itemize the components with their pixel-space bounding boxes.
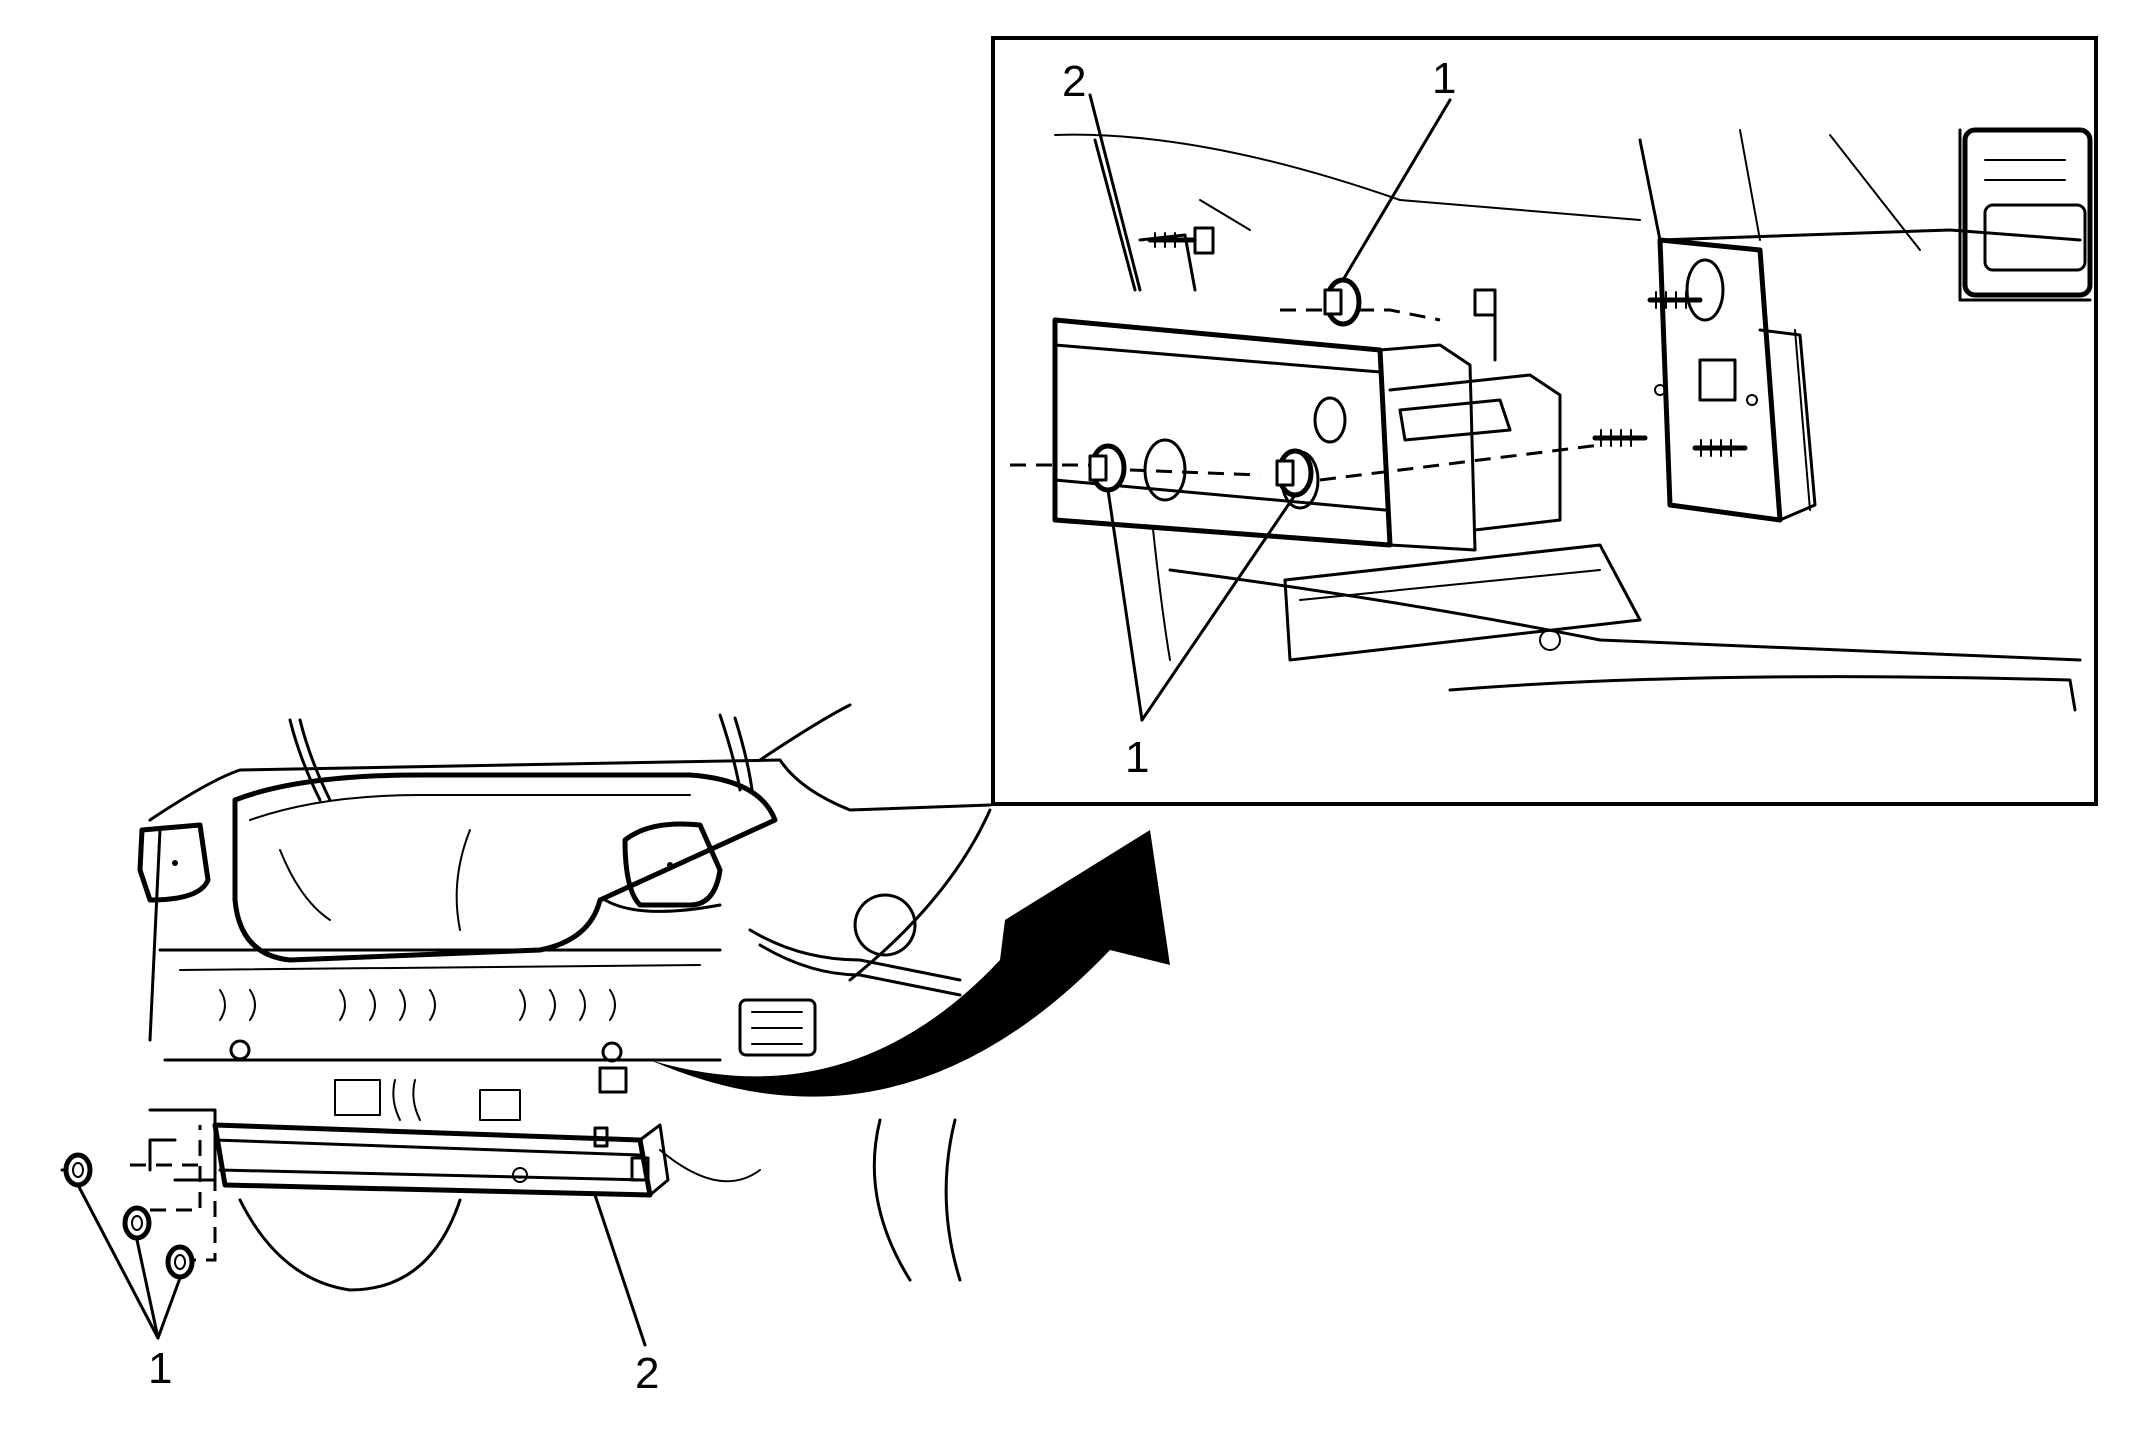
leader-line bbox=[156, 1276, 182, 1340]
callout-2-overview: 2 bbox=[635, 1349, 659, 1398]
leader-line bbox=[1140, 493, 1297, 722]
leader-line bbox=[1106, 488, 1144, 722]
mounting-plate bbox=[1654, 237, 1817, 523]
fastener-nut bbox=[1088, 443, 1127, 493]
impact-bar-overview bbox=[212, 1122, 670, 1198]
callout-1-overview: 1 bbox=[148, 1344, 172, 1393]
vehicle-rear-overview bbox=[137, 703, 992, 1292]
leader-line bbox=[1088, 93, 1142, 292]
callout-1-detail-top: 1 bbox=[1432, 54, 1456, 103]
bolt-upper-left bbox=[1147, 226, 1215, 255]
detail-view: 2 1 1 bbox=[991, 36, 2098, 806]
fascia-clips bbox=[219, 989, 616, 1021]
fastener-nut bbox=[122, 1205, 152, 1241]
fastener-nut bbox=[1323, 277, 1362, 327]
fastener-nut bbox=[165, 1244, 195, 1280]
fasteners-overview bbox=[60, 1152, 195, 1280]
leader-line bbox=[1341, 98, 1452, 282]
fastener-nut bbox=[60, 1152, 93, 1188]
leader-line bbox=[135, 1238, 160, 1340]
curved-arrow-icon bbox=[650, 830, 1170, 1097]
leader-line bbox=[76, 1183, 160, 1340]
callout-2-detail: 2 bbox=[1062, 57, 1086, 106]
callout-1-detail-bottom: 1 bbox=[1125, 733, 1149, 782]
fastener-nut bbox=[1275, 448, 1314, 498]
leader-line bbox=[593, 1193, 647, 1347]
stud-lower bbox=[1592, 429, 1748, 457]
stud-upper bbox=[1647, 291, 1703, 309]
